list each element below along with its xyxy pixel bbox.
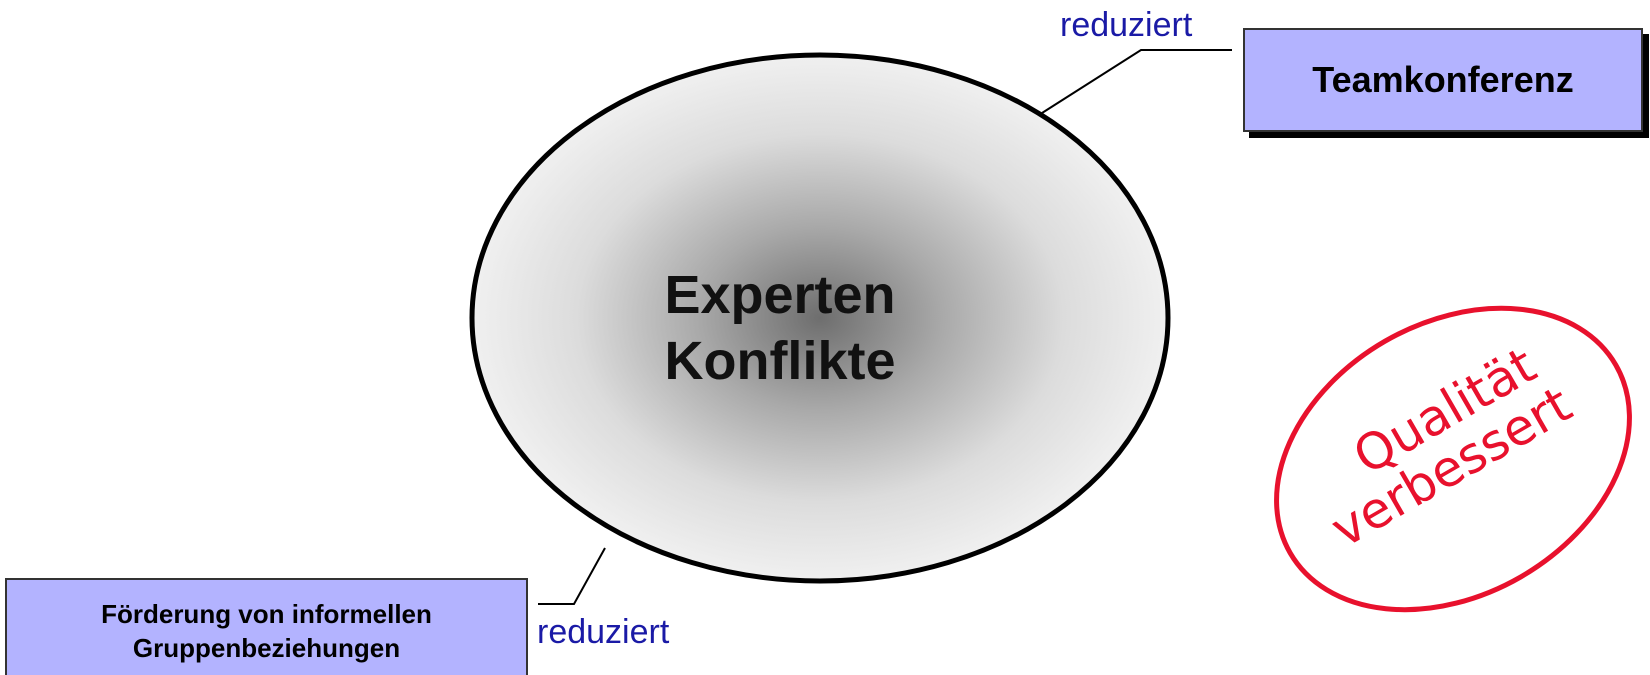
central-topic-line1: Experten xyxy=(664,265,896,325)
central-topic-line2: Konflikte xyxy=(664,331,896,391)
foerderung-box: Förderung von informellen Gruppenbeziehu… xyxy=(5,578,528,675)
quality-stamp-ring xyxy=(1274,305,1632,613)
teamkonferenz-box: Teamkonferenz xyxy=(1243,28,1643,132)
foerderung-label-line1: Förderung von informellen xyxy=(101,598,432,629)
central-topic: Experten Konflikte xyxy=(580,262,980,394)
connector-top xyxy=(1041,49,1232,114)
teamkonferenz-label: Teamkonferenz xyxy=(1312,59,1574,100)
reduziert-label-bottom: reduziert xyxy=(537,613,670,651)
reduziert-label-top: reduziert xyxy=(1060,6,1193,44)
foerderung-label-line2: Gruppenbeziehungen xyxy=(132,632,401,663)
connector-bottom xyxy=(538,547,606,605)
conflict-ellipse xyxy=(469,52,1171,584)
